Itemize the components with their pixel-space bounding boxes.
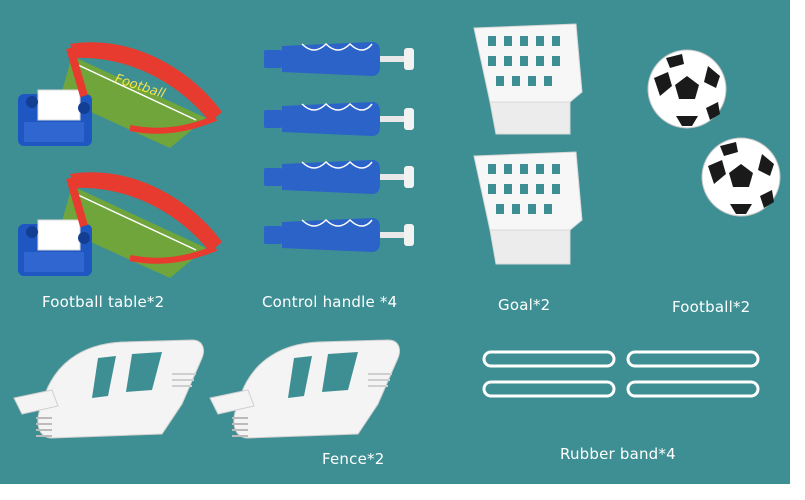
- goal-label: Goal*2: [498, 296, 551, 314]
- rubber-band-2: [626, 350, 760, 368]
- control-handle-4: [264, 218, 414, 252]
- control-handle-2: [264, 102, 414, 136]
- football-table-2: [18, 172, 222, 278]
- football-label: Football*2: [672, 298, 751, 316]
- fence-label: Fence*2: [322, 450, 385, 468]
- football-ball-1: [647, 49, 727, 129]
- goal-1: [473, 23, 583, 135]
- fence-2: [209, 339, 401, 439]
- product-parts-panel: Football Football table*2: [0, 0, 790, 484]
- control-handle-1: [264, 42, 414, 76]
- control-handle-label: Control handle *4: [262, 293, 398, 311]
- football-ball-2: [701, 137, 781, 217]
- football-table-label: Football table*2: [42, 293, 165, 311]
- football-table-1: Football: [18, 42, 222, 148]
- rubber-band-3: [482, 380, 616, 398]
- control-handle-3: [264, 160, 414, 194]
- rubber-band-label: Rubber band*4: [560, 445, 676, 463]
- rubber-band-1: [482, 350, 616, 368]
- fence-1: [13, 339, 205, 439]
- goal-2: [473, 151, 583, 265]
- rubber-band-4: [626, 380, 760, 398]
